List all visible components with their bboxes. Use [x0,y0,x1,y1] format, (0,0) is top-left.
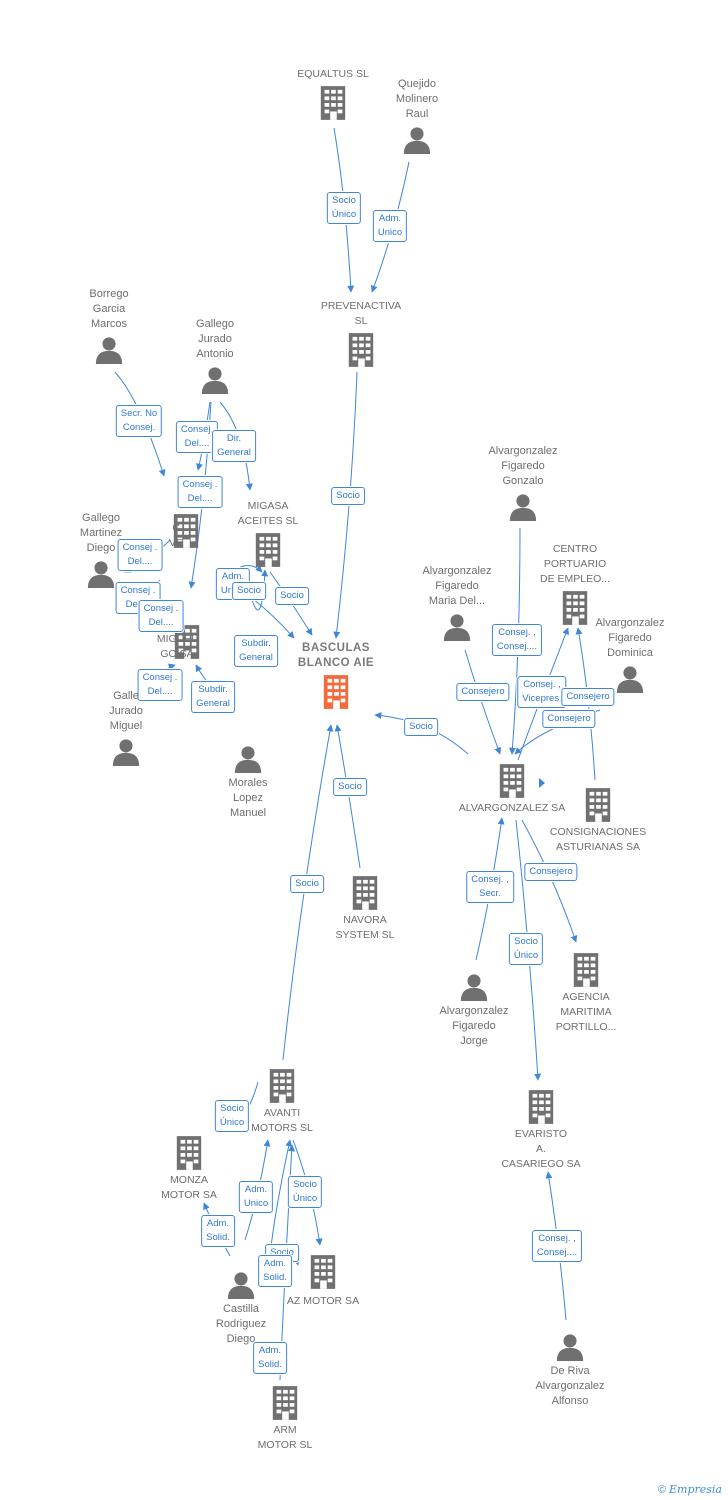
node-label-migasa[interactable]: MIGASA ACEITES SL [237,500,299,527]
footer: © Empresia [658,1483,722,1496]
node-label-arm[interactable]: ARM MOTOR SL [257,1424,313,1451]
relation-label[interactable]: Adm. Unico [372,210,408,242]
node-label-castilla[interactable]: Castilla Rodriguez Diego [215,1303,267,1345]
building-icon-prevenactiva[interactable] [348,333,374,367]
person-icon-alv-maria[interactable] [443,614,471,641]
node-label-gallego-martinez[interactable]: Gallego Martinez Diego [79,512,123,554]
person-icon-castilla[interactable] [227,1272,255,1299]
building-icon-basculas[interactable] [323,675,349,709]
empresia-logo[interactable]: Empresia [669,1483,722,1496]
node-label-evaristo[interactable]: EVARISTO A. CASARIEGO SA [501,1128,581,1170]
building-icon-navora[interactable] [352,876,378,910]
node-label-quejido[interactable]: Quejido Molinero Raul [395,78,439,120]
node-label-gallego-miguel[interactable]: Galle Jurado Miguel [109,690,143,732]
copyright-symbol: © [657,1484,666,1496]
node-label-monza[interactable]: MONZA MOTOR SA [161,1174,217,1201]
relation-edge [333,371,358,639]
node-label-prevenactiva[interactable]: PREVENACTIVA SL [320,300,402,327]
relation-label[interactable]: Consejero [524,863,578,881]
building-icon-evaristo[interactable] [528,1090,554,1124]
node-label-centro[interactable]: CENTRO PORTUARIO DE EMPLEO... [539,543,611,585]
person-icon-borrego[interactable] [95,337,123,364]
relation-label[interactable]: Consej . Del.... [177,476,223,508]
relation-edge [464,649,502,755]
building-icon-alvargonzalez-sa[interactable] [499,764,525,798]
relation-label[interactable]: Secr. No Consej. [115,405,163,437]
relation-label[interactable]: Consej. , Consej.... [491,624,543,656]
node-label-borrego[interactable]: Borrego Garcia Marcos [89,288,129,330]
relation-label[interactable]: Consejero [561,688,615,706]
node-label-ve-company[interactable]: C VE [168,522,184,549]
node-label-agencia[interactable]: AGENCIA MARITIMA PORTILLO... [555,991,617,1033]
relation-label[interactable]: Socio Único [287,1176,323,1208]
node-label-avanti[interactable]: AVANTI MOTORS SL [251,1107,313,1134]
relation-label[interactable]: Consej. , Vicepres. [517,676,567,708]
person-icon-de-riva[interactable] [556,1334,584,1361]
relation-edge [251,569,269,611]
node-label-miguel-company[interactable]: MIGUEL GO SA [156,633,198,660]
relation-label[interactable]: Subdir. General [234,635,278,667]
building-icon-consignaciones[interactable] [585,788,611,822]
relation-label[interactable]: Consejero [542,710,596,728]
node-label-alv-maria[interactable]: Alvargonzalez Figaredo Maria Del... [422,565,492,607]
relation-label[interactable]: Socio Único [326,192,362,224]
relation-label[interactable]: Socio [404,718,438,736]
building-icon-centro[interactable] [562,591,588,625]
building-icon-equaltus[interactable] [320,86,346,120]
person-icon-morales[interactable] [234,746,262,773]
relation-label[interactable]: Adm. Solid. [253,1342,287,1374]
relation-edge [282,724,334,1061]
node-label-az-motor[interactable]: AZ MOTOR SA [286,1295,360,1307]
relation-label[interactable]: Consej. , Consej.... [531,1230,583,1262]
relation-label[interactable]: Socio [290,875,324,893]
relation-edge [334,724,361,869]
node-label-gallego-antonio[interactable]: Gallego Jurado Antonio [196,318,234,360]
person-icon-gallego-miguel[interactable] [112,739,140,766]
relation-label[interactable]: Socio [232,582,266,600]
building-icon-arm[interactable] [272,1386,298,1420]
node-label-morales[interactable]: Morales Lopez Manuel [228,777,268,819]
relation-label[interactable]: Subdir. General [191,681,235,713]
relation-label[interactable]: Consej . Del.... [117,539,163,571]
person-icon-alv-gonzalo[interactable] [509,494,537,521]
person-icon-gallego-martinez[interactable] [87,561,115,588]
relation-label[interactable]: Socio [333,778,367,796]
relation-label[interactable]: Consej. Del.... [175,421,219,453]
person-icon-quejido[interactable] [403,127,431,154]
relation-label[interactable]: Socio [331,487,365,505]
node-label-alv-dominica[interactable]: Alvargonzalez Figaredo Dominica [595,617,665,659]
node-label-navora[interactable]: NAVORA SYSTEM SL [335,914,395,941]
building-icon-az-motor[interactable] [310,1255,336,1289]
relation-label[interactable]: Dir. General [212,430,256,462]
nodes-layer [87,86,644,1420]
relation-label[interactable]: Consejero [456,683,510,701]
relation-label[interactable]: Socio [275,587,309,605]
node-label-de-riva[interactable]: De Riva Alvargonzalez Alfonso [535,1365,605,1407]
node-label-alv-gonzalo[interactable]: Alvargonzalez Figaredo Gonzalo [488,445,558,487]
person-icon-alv-jorge[interactable] [460,974,488,1001]
relation-label[interactable]: Consej . Del.... [137,669,183,701]
relation-label[interactable]: Adm. Solid. [258,1255,292,1287]
expand-arrow-icon[interactable] [539,778,545,788]
relation-label[interactable]: Consej. , Secr. [466,871,514,903]
building-icon-migasa[interactable] [255,533,281,567]
relation-label[interactable]: Consej . Del.... [138,600,184,632]
building-icon-monza[interactable] [176,1136,202,1170]
relation-label[interactable]: Adm. Solid. [201,1215,235,1247]
person-icon-gallego-antonio[interactable] [201,367,229,394]
node-label-alvargonzalez-sa[interactable]: ALVARGONZALEZ SA [458,802,566,814]
relation-label[interactable]: Socio Único [214,1100,250,1132]
node-label-alv-jorge[interactable]: Alvargonzalez Figaredo Jorge [439,1005,509,1047]
building-icon-agencia[interactable] [573,953,599,987]
relation-label[interactable]: Socio Único [508,933,544,965]
node-label-equaltus[interactable]: EQUALTUS SL [297,68,369,80]
relation-label[interactable]: Adm. Unico [238,1181,274,1213]
person-icon-alv-dominica[interactable] [616,666,644,693]
node-label-basculas[interactable]: BASCULAS BLANCO AIE [297,642,375,669]
node-label-consignaciones[interactable]: CONSIGNACIONES ASTURIANAS SA [549,826,647,853]
building-icon-avanti[interactable] [269,1069,295,1103]
